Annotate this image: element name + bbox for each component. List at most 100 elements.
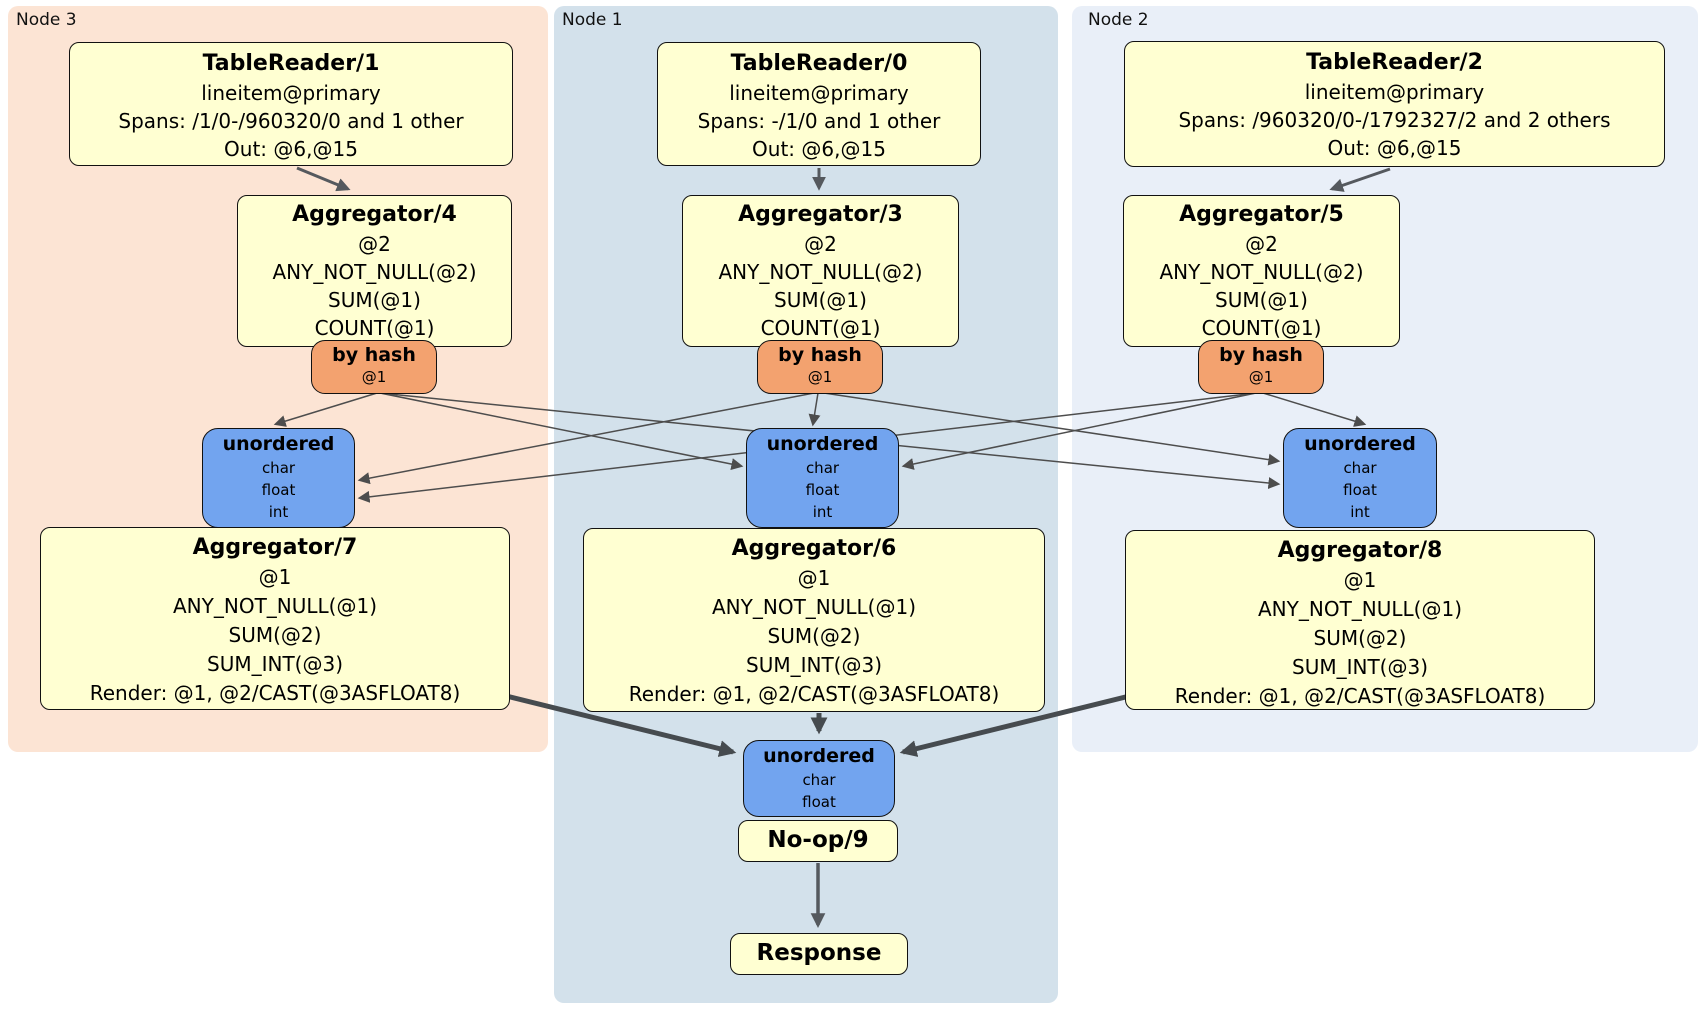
unordered-right-type2: float	[1343, 481, 1377, 499]
tablereader-1-out: Out: @6,@15	[224, 137, 358, 161]
response-title: Response	[756, 940, 882, 966]
unordered-left-title: unordered	[222, 433, 335, 455]
tablereader-1-title: TableReader/1	[202, 51, 380, 76]
aggregator-3-fn3: COUNT(@1)	[760, 316, 881, 340]
aggregator-8-fn1: ANY_NOT_NULL(@1)	[1258, 597, 1462, 621]
aggregator-7-box: Aggregator/7 @1 ANY_NOT_NULL(@1) SUM(@2)…	[40, 527, 510, 710]
aggregator-8-fn3: SUM_INT(@3)	[1292, 655, 1428, 679]
byhash-router-right: by hash @1	[1198, 340, 1324, 394]
aggregator-5-fn2: SUM(@1)	[1215, 288, 1308, 312]
byhash-right-title: by hash	[1219, 344, 1303, 366]
tablereader-1-index: lineitem@primary	[201, 81, 381, 105]
edge-tr1-agg4	[296, 166, 351, 192]
aggregator-4-fn2: SUM(@1)	[328, 288, 421, 312]
aggregator-7-title: Aggregator/7	[192, 535, 358, 560]
edge-hashL-unordM	[379, 392, 744, 470]
aggregator-5-title: Aggregator/5	[1179, 202, 1344, 227]
aggregator-8-title: Aggregator/8	[1277, 538, 1443, 563]
tablereader-2-out: Out: @6,@15	[1327, 136, 1462, 160]
aggregator-4-group: @2	[358, 232, 391, 256]
aggregator-3-title: Aggregator/3	[738, 202, 903, 227]
unordered-final-type2: float	[802, 793, 836, 811]
unordered-left-type1: char	[261, 459, 296, 477]
noop-box: No-op/9	[738, 820, 898, 862]
tablereader-2-title: TableReader/2	[1306, 50, 1483, 75]
node1-label: Node 1	[562, 10, 623, 30]
aggregator-5-box: Aggregator/5 @2 ANY_NOT_NULL(@2) SUM(@1)…	[1123, 195, 1400, 347]
aggregator-8-render: Render: @1, @2/CAST(@3ASFLOAT8)	[1174, 684, 1546, 708]
aggregator-5-fn3: COUNT(@1)	[1201, 316, 1322, 340]
aggregator-7-render: Render: @1, @2/CAST(@3ASFLOAT8)	[89, 681, 461, 705]
unordered-left-type2: float	[261, 481, 296, 499]
aggregator-7-fn3: SUM_INT(@3)	[207, 652, 343, 676]
byhash-router-left: by hash @1	[311, 340, 437, 394]
aggregator-5-group: @2	[1245, 232, 1278, 256]
tablereader-2-spans: Spans: /960320/0-/1792327/2 and 2 others	[1178, 108, 1611, 132]
unordered-sync-final: unordered char float	[743, 740, 895, 817]
unordered-right-type1: char	[1343, 459, 1377, 477]
unordered-middle-type3: int	[812, 503, 833, 521]
byhash-left-title: by hash	[332, 344, 416, 366]
tablereader-0-box: TableReader/0 lineitem@primary Spans: -/…	[657, 42, 981, 166]
noop-title: No-op/9	[767, 827, 869, 853]
tablereader-2-index: lineitem@primary	[1304, 80, 1485, 104]
edge-agg7-unordB	[469, 684, 737, 757]
tablereader-1-spans: Spans: /1/0-/960320/0 and 1 other	[118, 109, 464, 133]
unordered-left-type3: int	[268, 503, 289, 521]
aggregator-4-title: Aggregator/4	[292, 202, 457, 227]
edge-hashL-unordL	[273, 392, 378, 427]
byhash-middle-key: @1	[807, 368, 833, 386]
edge-hashR-unordR	[1262, 392, 1367, 427]
unordered-middle-type2: float	[805, 481, 840, 499]
unordered-sync-left: unordered char float int	[202, 428, 355, 528]
aggregator-4-fn1: ANY_NOT_NULL(@2)	[272, 260, 477, 284]
unordered-final-title: unordered	[763, 745, 875, 767]
tablereader-0-out: Out: @6,@15	[752, 137, 886, 161]
unordered-right-type3: int	[1350, 503, 1370, 521]
aggregator-6-fn1: ANY_NOT_NULL(@1)	[712, 595, 916, 619]
aggregator-6-fn2: SUM(@2)	[767, 624, 861, 648]
edge-agg8-unordB	[899, 684, 1167, 757]
unordered-final-type1: char	[802, 771, 836, 789]
aggregator-6-render: Render: @1, @2/CAST(@3ASFLOAT8)	[628, 682, 1000, 706]
edge-hashM-unordL	[357, 392, 815, 485]
edge-hashM-unordR	[823, 392, 1281, 466]
aggregator-3-fn2: SUM(@1)	[774, 288, 867, 312]
tablereader-2-box: TableReader/2 lineitem@primary Spans: /9…	[1124, 41, 1665, 167]
aggregator-6-group: @1	[797, 566, 831, 590]
aggregator-4-box: Aggregator/4 @2 ANY_NOT_NULL(@2) SUM(@1)…	[237, 195, 512, 347]
edge-hashM-unordM	[808, 392, 821, 427]
node3-label: Node 3	[16, 10, 77, 30]
aggregator-3-fn1: ANY_NOT_NULL(@2)	[718, 260, 923, 284]
aggregator-4-fn3: COUNT(@1)	[314, 316, 435, 340]
aggregator-8-group: @1	[1343, 568, 1377, 592]
aggregator-8-fn2: SUM(@2)	[1313, 626, 1407, 650]
tablereader-0-title: TableReader/0	[730, 51, 908, 76]
aggregator-3-group: @2	[804, 232, 837, 256]
unordered-middle-title: unordered	[766, 433, 879, 455]
byhash-middle-title: by hash	[778, 344, 862, 366]
aggregator-7-fn1: ANY_NOT_NULL(@1)	[173, 594, 377, 618]
byhash-router-middle: by hash @1	[757, 340, 883, 394]
aggregator-6-fn3: SUM_INT(@3)	[746, 653, 882, 677]
aggregator-6-title: Aggregator/6	[731, 536, 897, 561]
unordered-sync-middle: unordered char float int	[746, 428, 899, 528]
aggregator-7-group: @1	[258, 565, 292, 589]
node2-label: Node 2	[1088, 10, 1149, 30]
aggregator-7-fn2: SUM(@2)	[228, 623, 322, 647]
tablereader-1-box: TableReader/1 lineitem@primary Spans: /1…	[69, 42, 513, 166]
edge-hashR-unordM	[901, 392, 1257, 470]
edge-tr2-agg5	[1329, 167, 1391, 192]
aggregator-5-fn1: ANY_NOT_NULL(@2)	[1159, 260, 1364, 284]
aggregator-6-box: Aggregator/6 @1 ANY_NOT_NULL(@1) SUM(@2)…	[583, 528, 1045, 712]
unordered-sync-right: unordered char float int	[1283, 428, 1437, 528]
tablereader-0-index: lineitem@primary	[729, 81, 909, 105]
unordered-right-title: unordered	[1304, 433, 1416, 455]
tablereader-0-spans: Spans: -/1/0 and 1 other	[697, 109, 941, 133]
byhash-left-key: @1	[361, 368, 387, 386]
response-box: Response	[730, 933, 908, 975]
byhash-right-key: @1	[1248, 368, 1274, 386]
aggregator-8-box: Aggregator/8 @1 ANY_NOT_NULL(@1) SUM(@2)…	[1125, 530, 1595, 710]
